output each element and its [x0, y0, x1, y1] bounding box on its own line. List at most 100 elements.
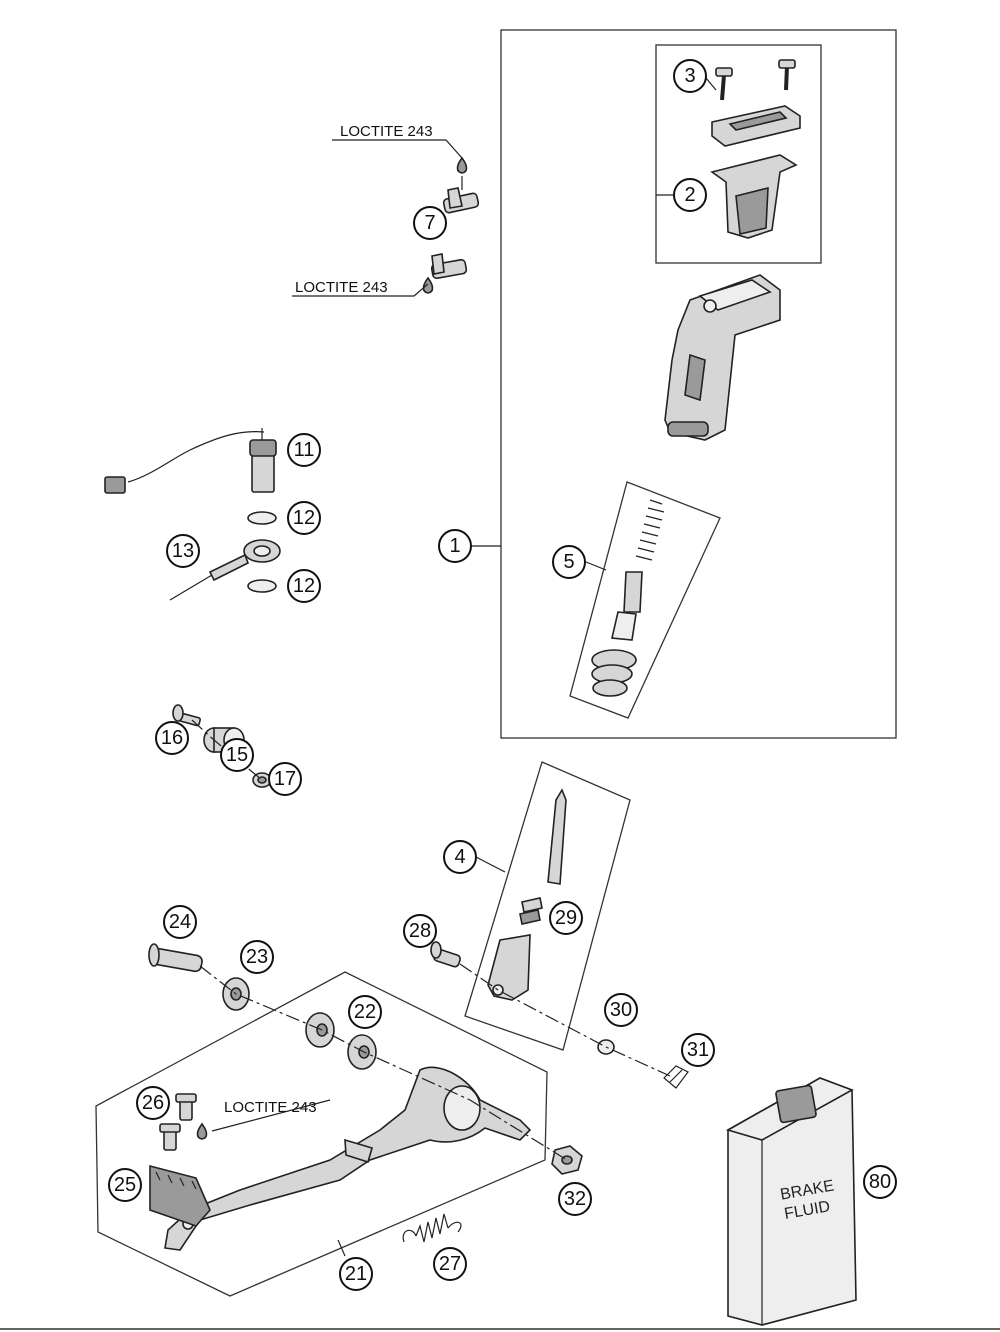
washer-upper — [247, 511, 277, 525]
clevis-pin — [430, 941, 461, 968]
callout-12-lower-num: 12 — [293, 575, 315, 597]
callout-23: 23 — [240, 940, 274, 974]
callout-12-upper-num: 12 — [293, 507, 315, 529]
step-bolt-lower — [159, 1123, 181, 1151]
callout-12-lower: 12 — [287, 569, 321, 603]
callout-21-num: 21 — [345, 1263, 367, 1285]
loctite-label-1: LOCTITE 243 — [340, 123, 433, 140]
step-plate — [149, 1164, 211, 1227]
push-rod — [547, 788, 567, 885]
leader-loctite-3 — [211, 1099, 331, 1132]
brake-pedal-frame — [95, 971, 548, 1297]
washer-lower — [247, 579, 277, 593]
loctite-drop-3 — [196, 1122, 208, 1140]
callout-4-num: 4 — [454, 846, 465, 868]
callout-29: 29 — [549, 901, 583, 935]
callout-31-num: 31 — [687, 1039, 709, 1061]
callout-17-num: 17 — [274, 768, 296, 790]
callout-17: 17 — [268, 762, 302, 796]
leader-loctite-1 — [332, 139, 463, 159]
piston-boot — [591, 649, 637, 697]
piston-kit-frame — [569, 481, 721, 719]
callout-25-num: 25 — [114, 1174, 136, 1196]
leader-loctite-2 — [292, 283, 429, 297]
callout-24-num: 24 — [169, 911, 191, 933]
callout-31: 31 — [681, 1033, 715, 1067]
callout-5: 5 — [552, 545, 586, 579]
callout-80: 80 — [863, 1165, 897, 1199]
callout-29-num: 29 — [555, 907, 577, 929]
step-bolt-upper — [175, 1093, 197, 1121]
cotter-pin — [663, 1065, 689, 1089]
callout-27: 27 — [433, 1247, 467, 1281]
callout-13-num: 13 — [172, 540, 194, 562]
loctite-label-2: LOCTITE 243 — [295, 279, 388, 296]
reservoir-cap-frame — [655, 44, 822, 264]
loctite-label-3: LOCTITE 243 — [224, 1099, 317, 1116]
axle-alignment-line — [199, 965, 568, 1161]
callout-32-num: 32 — [564, 1188, 586, 1210]
brake-fluid-container: BRAKE FLUID — [725, 1077, 857, 1326]
pivot-axle — [148, 943, 203, 973]
master-cylinder-body — [664, 274, 781, 441]
lock-nuts — [519, 897, 543, 925]
screw-lower — [430, 253, 468, 280]
callout-80-num: 80 — [869, 1171, 891, 1193]
callout-1-num: 1 — [449, 535, 460, 557]
brake-hose — [169, 539, 281, 601]
callout-25: 25 — [108, 1168, 142, 1202]
leader-21 — [337, 1239, 346, 1257]
callout-21: 21 — [339, 1257, 373, 1291]
cover-screw-left — [715, 67, 733, 101]
callout-28: 28 — [403, 914, 437, 948]
callout-15-num: 15 — [226, 744, 248, 766]
brake-light-switch — [104, 428, 277, 494]
screw-upper — [442, 187, 480, 214]
callout-7-num: 7 — [424, 212, 435, 234]
callout-7: 7 — [413, 206, 447, 240]
callout-22: 22 — [348, 995, 382, 1029]
piston — [611, 571, 643, 641]
leader-5 — [585, 561, 607, 571]
callout-2: 2 — [673, 178, 707, 212]
leader-4 — [475, 856, 506, 873]
piston-spring — [635, 499, 665, 561]
callout-13: 13 — [166, 534, 200, 568]
reservoir-diaphragm — [710, 154, 798, 239]
loctite-drop-2 — [422, 276, 434, 294]
callout-26: 26 — [136, 1086, 170, 1120]
callout-1: 1 — [438, 529, 472, 563]
master-cylinder-frame — [500, 29, 897, 739]
pin-alignment-line — [459, 963, 671, 1077]
callout-30-num: 30 — [610, 999, 632, 1021]
callout-26-num: 26 — [142, 1092, 164, 1114]
callout-5-num: 5 — [563, 551, 574, 573]
push-rod-frame — [464, 761, 631, 1051]
callout-23-num: 23 — [246, 946, 268, 968]
callout-11: 11 — [287, 433, 321, 467]
bushing-2 — [347, 1034, 377, 1070]
return-spring — [402, 1213, 462, 1243]
callout-11-num: 11 — [294, 439, 315, 461]
cover-screw-right — [778, 59, 796, 91]
callout-24: 24 — [163, 905, 197, 939]
leader-3 — [705, 77, 717, 91]
callout-28-num: 28 — [409, 920, 431, 942]
bolt-alignment-line — [191, 719, 263, 781]
callout-12-upper: 12 — [287, 501, 321, 535]
callout-16: 16 — [155, 721, 189, 755]
callout-30: 30 — [604, 993, 638, 1027]
reservoir-cover — [711, 105, 801, 147]
loctite-drop-1 — [456, 156, 468, 174]
callout-3: 3 — [673, 59, 707, 93]
clevis — [487, 934, 531, 1001]
callout-22-num: 22 — [354, 1001, 376, 1023]
bushing-1 — [305, 1012, 335, 1048]
pedal-nut — [551, 1145, 583, 1175]
brake-pedal — [164, 1066, 532, 1251]
callout-27-num: 27 — [439, 1253, 461, 1275]
callout-4: 4 — [443, 840, 477, 874]
callout-15: 15 — [220, 738, 254, 772]
callout-16-num: 16 — [161, 727, 183, 749]
